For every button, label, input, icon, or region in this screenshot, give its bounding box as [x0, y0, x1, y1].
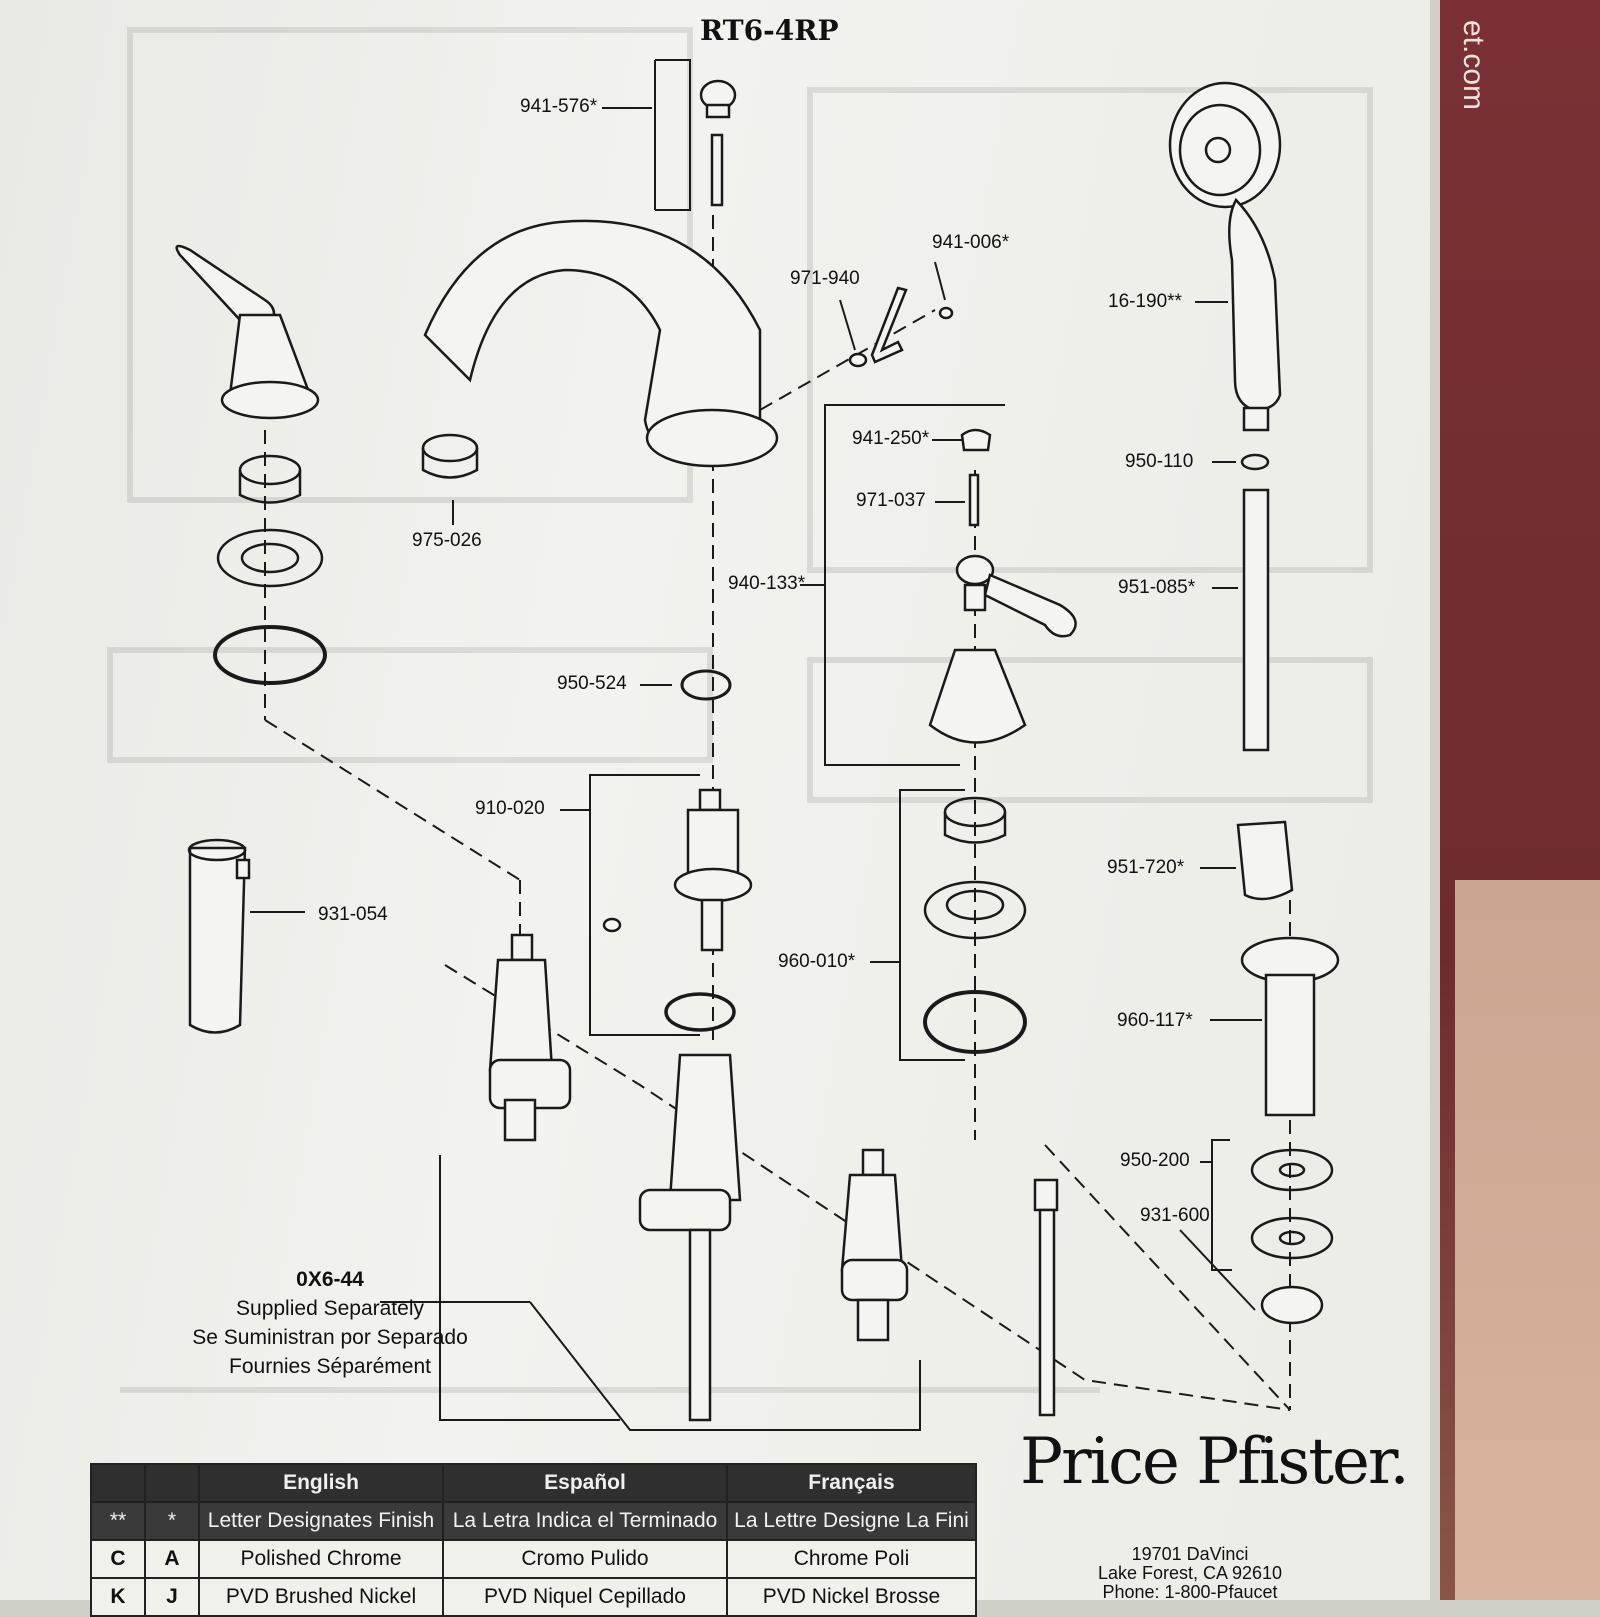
part-label-941-250: 941-250*	[852, 428, 930, 449]
row-en: Polished Chrome	[198, 1539, 444, 1579]
box-printed-text: et.com	[1457, 20, 1490, 111]
part-label-950-110: 950-110	[1125, 451, 1194, 472]
company-address: 19701 DaVinci Lake Forest, CA 92610 Phon…	[1090, 1545, 1290, 1602]
row-fr: PVD Nickel Brosse	[726, 1577, 977, 1617]
address-street: 19701 DaVinci	[1131, 1544, 1249, 1564]
escutcheon-sleeve-drawing	[187, 838, 251, 1034]
note-es: La Letra Indica el Terminado	[442, 1501, 728, 1541]
note-col1: **	[90, 1501, 146, 1541]
diverter-tube-drawing	[1033, 1178, 1059, 1417]
row-code-2: J	[144, 1577, 200, 1617]
finish-table-row: C A Polished Chrome Cromo Pulido Chrome …	[90, 1539, 977, 1579]
supplied-text-fr: Fournies Séparément	[229, 1355, 431, 1378]
part-label-971-940: 971-940	[790, 268, 860, 289]
part-label-941-006: 941-006*	[932, 232, 1010, 253]
left-valve-drawing	[488, 933, 572, 1142]
brand-logo: Price Pfister.	[1020, 1425, 1410, 1499]
note-fr: La Lettre Designe La Fini	[726, 1501, 977, 1541]
header-english: English	[198, 1463, 444, 1503]
note-en: Letter Designates Finish	[198, 1501, 444, 1541]
box-flap	[1455, 880, 1600, 1600]
row-es: Cromo Pulido	[442, 1539, 728, 1579]
header-blank-2	[144, 1463, 200, 1503]
header-espanol: Español	[442, 1463, 728, 1503]
center-valve-drawing	[602, 669, 753, 1422]
leader-lines	[250, 59, 1262, 1431]
row-es: PVD Niquel Cepillado	[442, 1577, 728, 1617]
row-en: PVD Brushed Nickel	[198, 1577, 444, 1617]
part-label-975-026: 975-026	[412, 530, 482, 551]
part-label-951-720: 951-720*	[1107, 857, 1185, 878]
part-label-950-524: 950-524	[557, 673, 627, 694]
assembly-axes	[264, 215, 1291, 1411]
spout-drawing	[423, 219, 779, 468]
part-label-940-133: 940-133*	[728, 573, 806, 594]
row-fr: Chrome Poli	[726, 1539, 977, 1579]
finish-table-header: English Español Français	[90, 1463, 977, 1503]
hand-shower-drawing	[1168, 81, 1340, 1325]
top-cap-and-stem	[699, 79, 737, 207]
aerator-drawing	[421, 433, 479, 479]
header-blank-1	[90, 1463, 146, 1503]
address-city: Lake Forest, CA 92610	[1097, 1563, 1283, 1583]
part-label-971-037: 971-037	[856, 490, 926, 511]
model-number: RT6-4RP	[700, 14, 839, 47]
row-code-2: A	[144, 1539, 200, 1579]
finish-table-note-row: ** * Letter Designates Finish La Letra I…	[90, 1501, 977, 1541]
row-code-1: K	[90, 1577, 146, 1617]
exploded-parts-diagram	[107, 27, 1373, 1431]
hex-key-and-screws	[848, 286, 954, 368]
part-label-960-010: 960-010*	[778, 951, 856, 972]
note-col2: *	[144, 1501, 200, 1541]
row-code-1: C	[90, 1539, 146, 1579]
finish-table: English Español Français ** * Letter Des…	[90, 1463, 977, 1617]
supplied-text-es: Se Suministran por Separado	[192, 1326, 468, 1349]
finish-table-row: K J PVD Brushed Nickel PVD Niquel Cepill…	[90, 1577, 977, 1617]
part-label-931-600: 931-600	[1140, 1205, 1210, 1226]
part-label-951-085: 951-085*	[1118, 577, 1196, 598]
left-handle-drawing	[175, 244, 327, 685]
right-valve-drawing	[840, 1148, 909, 1342]
header-francais: Français	[726, 1463, 977, 1503]
part-label-910-020: 910-020	[475, 798, 545, 819]
part-label-941-576: 941-576*	[520, 96, 598, 117]
part-label-950-200: 950-200	[1120, 1150, 1190, 1171]
part-label-960-117: 960-117*	[1117, 1010, 1193, 1031]
address-phone: Phone: 1-800-Pfaucet	[1102, 1582, 1278, 1602]
part-label-931-054: 931-054	[318, 904, 388, 925]
supplied-separately-note: 0X6-44 Supplied Separately Se Suministra…	[170, 1265, 490, 1381]
part-label-16-190: 16-190**	[1108, 291, 1182, 312]
supplied-part-code: 0X6-44	[296, 1268, 364, 1291]
supplied-text-en: Supplied Separately	[236, 1297, 424, 1320]
right-handle-drawing	[923, 428, 1077, 1054]
